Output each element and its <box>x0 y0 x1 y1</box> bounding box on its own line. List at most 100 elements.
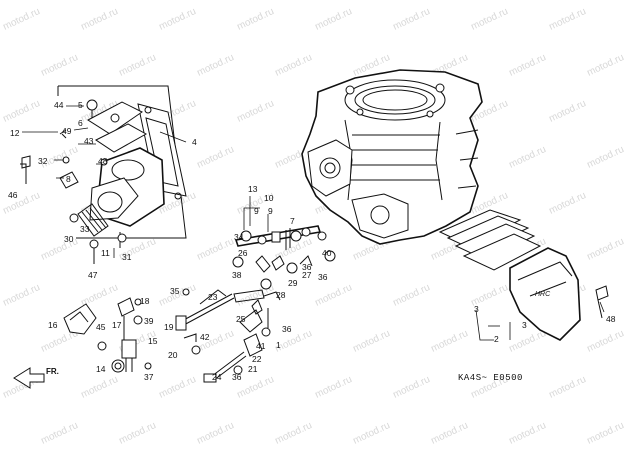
watermark-text: motod.ru <box>195 420 235 447</box>
part-number-label: 34 <box>234 232 244 242</box>
part-number-label: 46 <box>8 190 18 200</box>
intake-manifold-group <box>20 85 187 264</box>
watermark-text: motod.ru <box>507 144 547 171</box>
watermark-text: motod.ru <box>547 98 587 125</box>
part-number-label: 37 <box>144 372 154 382</box>
watermark-text: motod.ru <box>547 374 587 401</box>
part-number-label: 11 <box>101 248 110 258</box>
part-number-label: 4 <box>192 137 197 147</box>
part-number-label: 7 <box>290 216 295 226</box>
part-number-label: 1 <box>276 340 281 350</box>
part-number-label: 35 <box>170 286 180 296</box>
part-number-label: 9 <box>254 206 259 216</box>
part-number-label: 13 <box>248 184 258 194</box>
part-number-label: 28 <box>276 290 286 300</box>
part-number-label: 26 <box>238 248 248 258</box>
reed-cover-assembly: HRC <box>438 209 609 341</box>
watermark-text: motod.ru <box>157 374 197 401</box>
part-number-label: 36 <box>232 372 242 382</box>
part-number-label: 38 <box>232 270 242 280</box>
watermark-text: motod.ru <box>585 420 625 447</box>
watermark-text: motod.ru <box>507 420 547 447</box>
watermark-text: motod.ru <box>1 282 41 309</box>
part-number-label: 33 <box>80 224 90 234</box>
watermark-text: motod.ru <box>39 52 79 79</box>
part-number-label: 20 <box>168 350 178 360</box>
watermark-text: motod.ru <box>235 98 275 125</box>
watermark-text: motod.ru <box>507 52 547 79</box>
part-number-label: 36 <box>282 324 292 334</box>
exhaust-valve-linkage <box>175 225 336 383</box>
watermark-text: motod.ru <box>39 236 79 263</box>
watermark-text: motod.ru <box>585 328 625 355</box>
cylinder-block <box>301 69 483 245</box>
watermark-text: motod.ru <box>585 144 625 171</box>
part-number-label: 14 <box>96 364 106 374</box>
watermark-text: motod.ru <box>117 420 157 447</box>
watermark-text: motod.ru <box>547 190 587 217</box>
part-number-label: 23 <box>208 292 218 302</box>
part-number-label: 30 <box>64 234 74 244</box>
part-number-label: 45 <box>96 322 106 332</box>
watermark-text: motod.ru <box>1 6 41 33</box>
lower-left-group <box>63 297 152 373</box>
part-number-label: 3 <box>522 320 527 330</box>
watermark-text: motod.ru <box>585 52 625 79</box>
watermark-text: motod.ru <box>547 6 587 33</box>
part-number-label: 24 <box>212 372 222 382</box>
watermark-text: motod.ru <box>39 420 79 447</box>
part-number-label: 22 <box>252 354 262 364</box>
part-number-label: 43 <box>84 136 94 146</box>
front-direction-arrow: FR. <box>13 367 59 389</box>
part-number-label: 9 <box>268 206 273 216</box>
watermark-text: motod.ru <box>391 6 431 33</box>
watermark-text: motod.ru <box>585 236 625 263</box>
svg-text:HRC: HRC <box>535 291 551 298</box>
watermark-text: motod.ru <box>195 236 235 263</box>
watermark-text: motod.ru <box>507 328 547 355</box>
part-number-label: 25 <box>236 314 246 324</box>
watermark-text: motod.ru <box>195 144 235 171</box>
part-number-label: 36 <box>302 262 312 272</box>
part-number-label: 48 <box>98 156 108 166</box>
part-number-label: 49 <box>62 126 72 136</box>
watermark-text: motod.ru <box>313 374 353 401</box>
part-number-label: 16 <box>48 320 58 330</box>
watermark-text: motod.ru <box>313 6 353 33</box>
part-number-label: 41 <box>256 341 266 351</box>
part-number-label: 10 <box>264 193 274 203</box>
part-number-label: 42 <box>200 332 210 342</box>
part-number-label: 17 <box>112 320 122 330</box>
fr-label: FR. <box>46 367 59 376</box>
watermark-text: motod.ru <box>117 52 157 79</box>
watermark-text: motod.ru <box>469 6 509 33</box>
watermark-text: motod.ru <box>1 98 41 125</box>
part-number-label: 8 <box>66 174 71 184</box>
part-number-label: 36 <box>318 272 328 282</box>
watermark-text: motod.ru <box>313 282 353 309</box>
part-number-label: 32 <box>38 156 48 166</box>
part-number-label: 48 <box>606 314 616 324</box>
part-number-label: 6 <box>78 118 83 128</box>
watermark-text: motod.ru <box>429 420 469 447</box>
watermark-text: motod.ru <box>391 374 431 401</box>
part-number-label: 3 <box>474 304 479 314</box>
watermark-text: motod.ru <box>79 374 119 401</box>
part-number-label: 47 <box>88 270 98 280</box>
part-number-label: 18 <box>140 296 150 306</box>
part-number-label: 44 <box>54 100 64 110</box>
watermark-text: motod.ru <box>235 6 275 33</box>
part-number-label: 40 <box>322 248 332 258</box>
watermark-text: motod.ru <box>273 52 313 79</box>
part-number-label: 29 <box>288 278 298 288</box>
watermark-text: motod.ru <box>429 328 469 355</box>
watermark-text: motod.ru <box>195 52 235 79</box>
watermark-text: motod.ru <box>157 6 197 33</box>
part-number-label: 5 <box>78 100 83 110</box>
leader-lines <box>22 105 605 341</box>
watermark-text: motod.ru <box>351 328 391 355</box>
part-number-label: 2 <box>494 334 499 344</box>
watermark-text: motod.ru <box>391 282 431 309</box>
